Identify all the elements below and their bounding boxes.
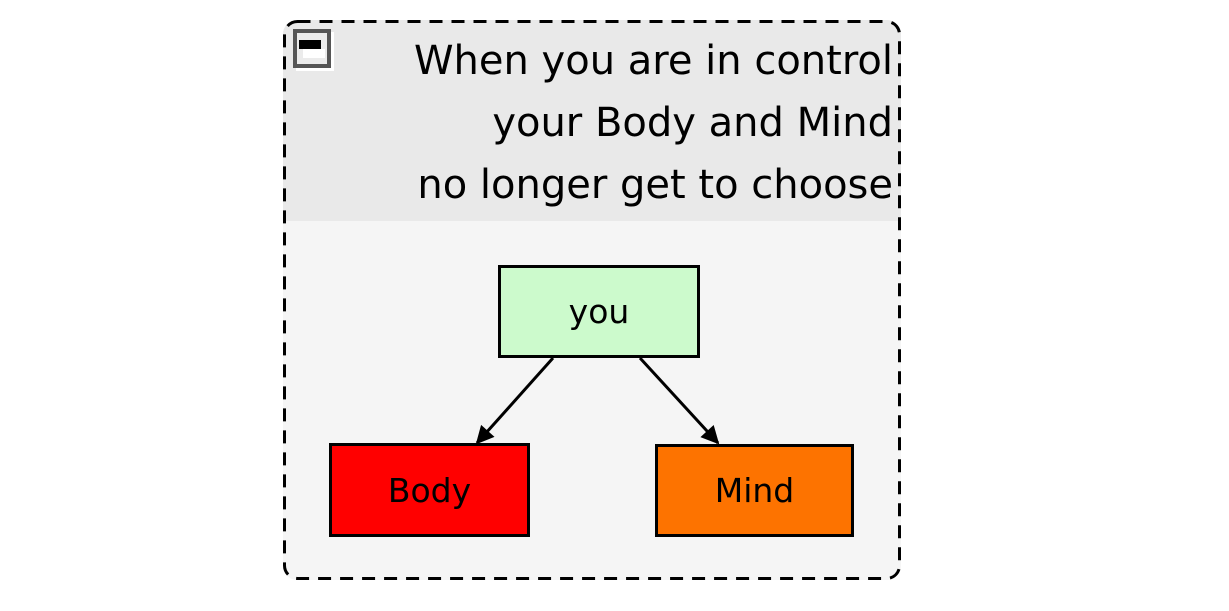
node-mind: Mind [655, 444, 854, 537]
minus-icon [299, 40, 321, 49]
collapse-button[interactable] [293, 29, 331, 68]
diagram-frame: When you are in control your Body and Mi… [283, 20, 901, 580]
node-you-label: you [568, 292, 630, 331]
frame-header: When you are in control your Body and Mi… [283, 20, 901, 221]
node-body: Body [329, 443, 530, 537]
node-mind-label: Mind [714, 471, 795, 510]
frame-title: When you are in control your Body and Mi… [413, 38, 893, 208]
node-you: you [498, 265, 700, 358]
node-body-label: Body [387, 470, 472, 510]
